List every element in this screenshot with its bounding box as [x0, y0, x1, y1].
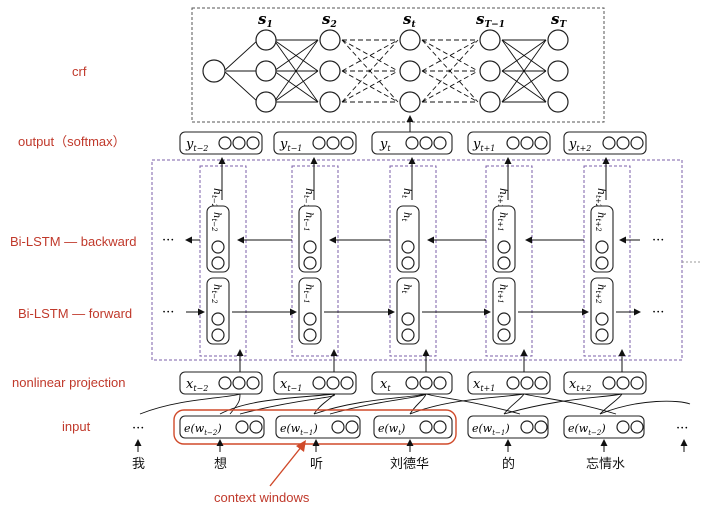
svg-text:xt+2: xt+2 [569, 377, 591, 393]
lstm-column: ht−2 ht−2 ht−2 [199, 165, 247, 357]
svg-text:xt: xt [380, 377, 391, 393]
output-cell: yt+2 [563, 131, 647, 155]
crf-node [479, 91, 501, 113]
context-pointer [269, 445, 303, 487]
input-cell: e(wt−1) [467, 415, 549, 439]
projection-cell: xt+1 [467, 371, 551, 395]
word-to-input-arrows [134, 439, 688, 452]
crf-edges [223, 39, 547, 132]
svg-text:xt+1: xt+1 [473, 377, 495, 393]
ellipsis: ··· [162, 305, 174, 320]
input-arcs [139, 393, 691, 415]
input-cell: e(wt−2) [563, 415, 645, 439]
lstm-column: ht+1 ht+1 ht+1 [485, 165, 533, 357]
crf-node [319, 91, 341, 113]
crf-node [319, 29, 341, 51]
word: 我 [132, 457, 145, 472]
ellipsis: ··· [132, 421, 144, 436]
projection-to-lstm-arrows [236, 349, 626, 372]
projection-cell: xt [371, 371, 453, 395]
crf-state-label: s2 [322, 10, 337, 30]
crf-node [255, 29, 277, 51]
output-cell: yt−2 [179, 131, 263, 155]
crf-state-label: sT−1 [476, 10, 505, 30]
crf-node [319, 60, 341, 82]
input-row: e(wt−2) e(wt−1) e(wt) e(wt−1) e(wt−2) [179, 415, 645, 439]
ellipsis: ··· [652, 305, 664, 320]
svg-text:ht: ht [400, 212, 412, 221]
projection-cell: xt+2 [563, 371, 647, 395]
svg-text:yt+1: yt+1 [472, 137, 495, 153]
row-label-crf: crf [72, 64, 87, 79]
row-label-forward: Bi-LSTM — forward [18, 306, 132, 321]
lstm-column: ht+2 ht+2 ht+2 [583, 165, 631, 357]
word: 想 [214, 456, 227, 472]
crf-nodes [202, 29, 569, 113]
ellipsis: ··· [652, 233, 664, 248]
crf-start-node [202, 59, 226, 83]
row-label-backward: Bi-LSTM — backward [10, 234, 136, 249]
lstm-column: ht ht ht [389, 165, 437, 357]
context-windows-label: context windows [214, 490, 310, 505]
crf-node [255, 60, 277, 82]
crf-node [547, 91, 569, 113]
svg-text:e(wt−1): e(wt−1) [280, 422, 318, 437]
svg-text:yt: yt [379, 137, 391, 153]
svg-text:ht: ht [400, 284, 412, 293]
crf-node [547, 29, 569, 51]
output-cell: yt [371, 131, 453, 155]
crf-state-label: s1 [258, 10, 273, 30]
projection-row: xt−2 xt−1 xt xt+1 xt+2 [179, 371, 647, 395]
crf-node [255, 91, 277, 113]
lstm-columns: ht−2 ht−2 ht−2 ht−1 ht−1 ht−1 ht ht ht [199, 165, 631, 357]
input-cell: e(wt) [373, 415, 453, 439]
projection-cell: xt−1 [273, 371, 357, 395]
svg-text:e(wt−1): e(wt−1) [472, 422, 510, 437]
crf-node [399, 29, 421, 51]
svg-text:yt−2: yt−2 [185, 137, 208, 153]
input-cell: e(wt−1) [275, 415, 361, 439]
crf-node [399, 60, 421, 82]
bilstm-frame [151, 159, 683, 361]
crf-node [399, 91, 421, 113]
crf-state-label: st [403, 10, 416, 30]
ellipsis: ··· [162, 233, 174, 248]
word: 听 [310, 457, 323, 472]
crf-frame [191, 7, 605, 123]
lstm-column: ht−1 ht−1 ht−1 [291, 165, 339, 357]
svg-text:xt−2: xt−2 [186, 377, 208, 393]
output-cell: yt+1 [467, 131, 551, 155]
svg-text:yt−1: yt−1 [279, 137, 302, 153]
projection-cell: xt−2 [179, 371, 263, 395]
svg-text:xt−1: xt−1 [280, 377, 302, 393]
word: 的 [502, 456, 515, 472]
ellipsis: ··· [676, 421, 688, 436]
svg-text:yt+2: yt+2 [568, 137, 591, 153]
word: 忘情水 [586, 457, 625, 472]
input-cell: e(wt−2) [179, 415, 265, 439]
svg-text:e(wt−2): e(wt−2) [568, 422, 606, 437]
context-pointer-head [296, 440, 306, 452]
svg-text:ht: ht [400, 188, 414, 198]
output-cell: yt−1 [273, 131, 357, 155]
output-row: yt−2 yt−1 yt yt+1 yt+2 [179, 131, 647, 155]
row-label-input: input [62, 419, 91, 434]
svg-text:e(wt): e(wt) [378, 422, 405, 437]
svg-text:e(wt−2): e(wt−2) [184, 422, 222, 437]
row-label-output: output（softmax） [18, 134, 126, 149]
lstm-to-output-arrows [218, 157, 610, 200]
crf-node [547, 60, 569, 82]
word: 刘德华 [390, 457, 429, 472]
crf-node [479, 60, 501, 82]
crf-node [479, 29, 501, 51]
row-label-projection: nonlinear projection [12, 375, 125, 390]
crf-state-label: sT [551, 10, 567, 30]
